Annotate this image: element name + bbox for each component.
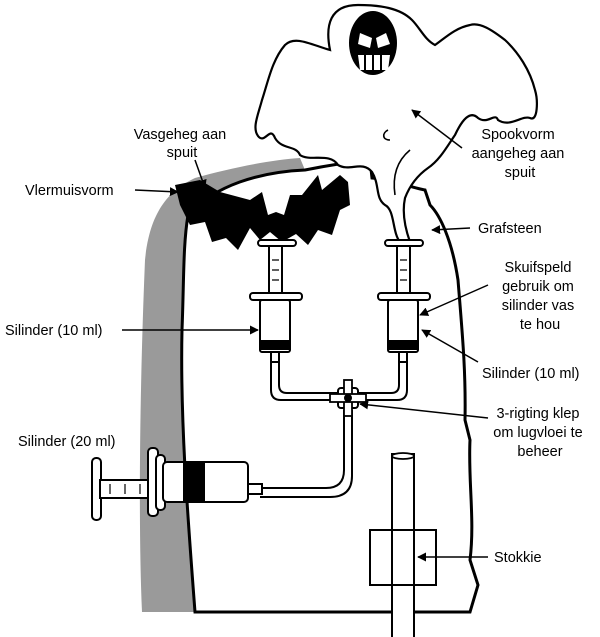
ghost-shape	[254, 3, 538, 244]
label-grafsteen: Grafsteen	[478, 221, 542, 237]
piston-right	[388, 340, 418, 350]
annotation-arrows	[122, 109, 489, 562]
plunger-rod-right	[396, 245, 411, 297]
label-vlermuis: Vlermuisvorm	[25, 183, 114, 199]
syringe-left	[249, 239, 303, 363]
ghost-curl	[382, 129, 391, 141]
arrow-skuifspeld	[419, 284, 489, 316]
ghost-body	[254, 3, 538, 244]
arrow-spook	[411, 109, 463, 149]
clip-left	[249, 292, 303, 301]
label-silinder-regs: Silinder (10 ml)	[482, 366, 580, 382]
arrow-klep	[359, 400, 489, 419]
clip-right	[377, 292, 431, 301]
bat-shape	[175, 175, 350, 250]
label-skuifspeld: Skuifspeld gebruik om silinder vas te ho…	[502, 260, 579, 333]
label-spook: Spookvorm aangeheg aan spuit	[472, 127, 569, 181]
label-silinder-links: Silinder (10 ml)	[5, 323, 103, 339]
arrow-vasgeheg	[194, 159, 207, 189]
nozzle-right	[398, 351, 408, 363]
ghost-eye-left	[358, 33, 372, 48]
arrow-vlermuis	[134, 187, 179, 197]
three-way-valve	[329, 379, 367, 417]
syringe-large	[91, 447, 263, 521]
tubing	[260, 362, 408, 498]
label-stokkie: Stokkie	[494, 550, 542, 566]
piston-left	[260, 340, 290, 350]
syringe-right	[377, 239, 431, 363]
ghost-mouth-teeth	[364, 55, 382, 70]
label-vasgeheg: Vasgeheg aan spuit	[134, 127, 230, 161]
arrow-grafsteen	[431, 225, 471, 235]
barrel-large	[162, 461, 249, 503]
label-klep: 3-rigting klep om lugvloei te beheer	[493, 406, 587, 460]
ghost-eye-right	[376, 33, 390, 48]
label-silinder-groot: Silinder (20 ml)	[18, 434, 116, 450]
plunger-rod-left	[268, 245, 283, 297]
nozzle-large	[247, 483, 263, 495]
arrow-silinder-regs	[421, 329, 479, 363]
ghost-inner-line	[393, 149, 411, 196]
piston-large	[183, 462, 205, 502]
nozzle-left	[270, 351, 280, 363]
